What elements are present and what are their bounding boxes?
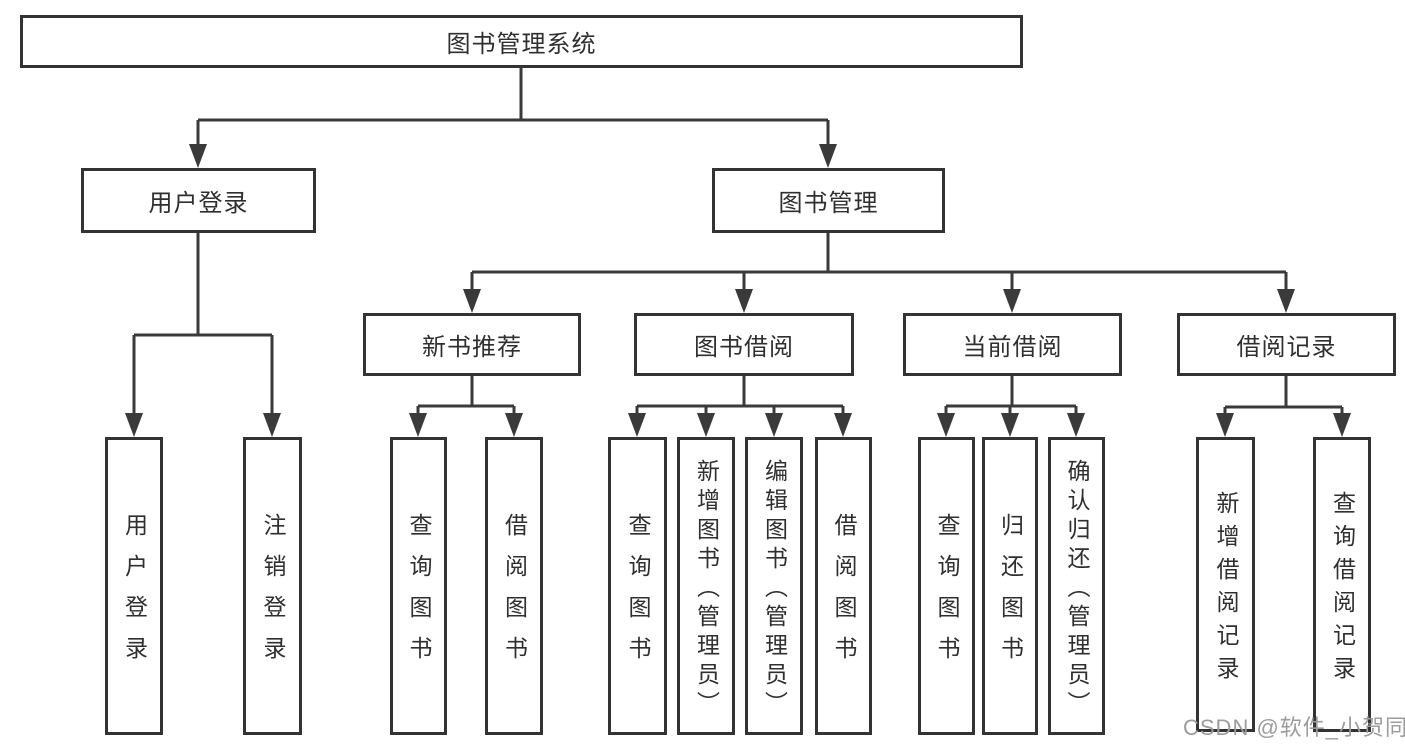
node-root-system: 图书管理系统 [20,15,1023,68]
node-leaf-borrow-book-recommend: 借阅图书 [485,437,543,735]
connector-borrowing-to-leaves [635,376,845,414]
arrowhead [409,413,427,437]
arrowhead [505,413,523,437]
node-leaf-query-borrow-record: 查询借阅记录 [1313,437,1371,732]
connector-bookmgmt-to-level3 [470,233,1288,291]
arrowhead [1277,289,1295,313]
arrowhead [765,413,783,437]
arrowhead [697,413,715,437]
connector-userlogin-to-leaves [132,232,274,415]
arrowhead [263,413,281,437]
arrowhead [834,413,852,437]
connector-root-to-level2 [196,68,830,146]
node-leaf-add-book-admin: 新增图书（管理员） [677,437,735,735]
node-leaf-add-borrow-record: 新增借阅记录 [1196,437,1255,732]
arrowhead [735,289,753,313]
node-leaf-query-books-current: 查询图书 [918,437,975,735]
arrowhead [1333,413,1351,437]
arrowhead [628,413,646,437]
arrowhead [819,144,837,168]
node-book-management: 图书管理 [712,168,945,233]
csdn-watermark: CSDN @软件_小贺同学 [1183,715,1405,740]
node-leaf-user-login: 用户登录 [105,437,163,735]
arrowhead [125,413,143,437]
node-leaf-logout: 注销登录 [243,437,302,735]
node-leaf-confirm-return-admin: 确认归还（管理员） [1048,437,1105,735]
arrowhead [1067,413,1085,437]
arrowhead [1001,413,1019,437]
connector-newbooks-to-leaves [416,376,516,414]
arrowhead [189,144,207,168]
arrowhead [463,289,481,313]
node-current-borrowing: 当前借阅 [903,313,1122,376]
node-leaf-borrow-book: 借阅图书 [815,437,872,735]
arrowhead [1003,289,1021,313]
node-leaf-return-book: 归还图书 [982,437,1038,735]
node-borrow-records: 借阅记录 [1177,313,1396,376]
arrowhead [1216,413,1234,437]
node-book-borrowing: 图书借阅 [634,313,854,376]
node-user-login: 用户登录 [81,168,316,233]
arrowhead [937,413,955,437]
connector-current-to-leaves [944,376,1078,414]
connector-records-to-leaves [1223,376,1344,414]
node-new-book-recommend: 新书推荐 [363,313,581,376]
node-leaf-query-books-recommend: 查询图书 [390,437,447,735]
node-leaf-query-books-borrowing: 查询图书 [608,437,667,735]
node-leaf-edit-book-admin: 编辑图书（管理员） [745,437,803,735]
